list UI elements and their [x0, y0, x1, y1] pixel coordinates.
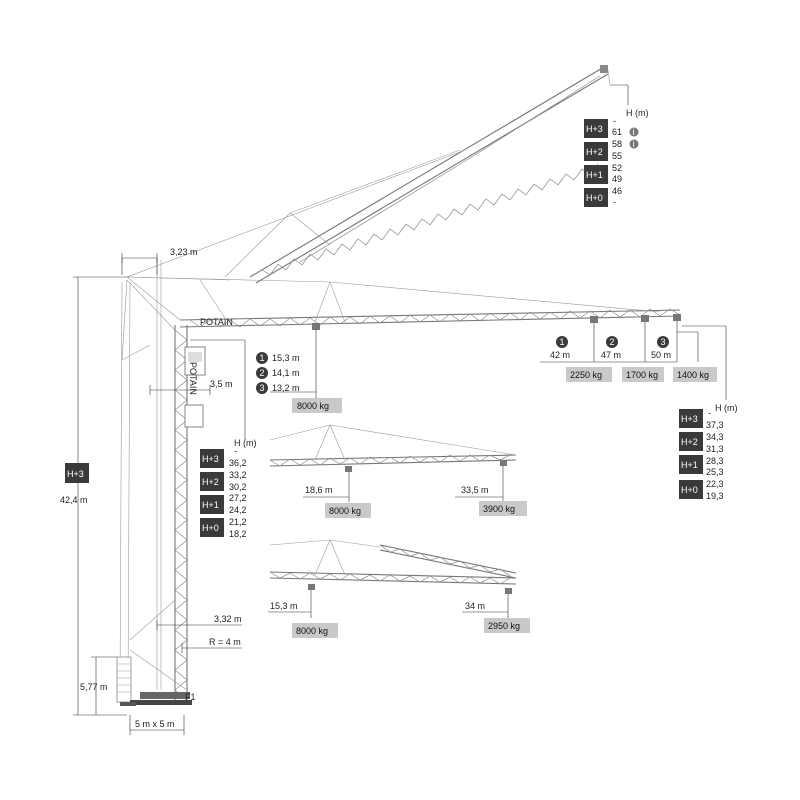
svg-text:i: i	[633, 127, 635, 137]
main-value-2: 34,3	[706, 432, 724, 442]
radius-label: R = 4 m	[209, 637, 241, 647]
luffed-label-h0: H+0	[586, 193, 603, 203]
dimension-lines	[73, 84, 727, 735]
tower-value-4: 27,2	[229, 493, 247, 503]
main-jib: POTAIN	[126, 276, 681, 330]
luffed-value-6: 46	[612, 186, 622, 196]
cab-offset-label: 3,5 m	[210, 379, 233, 389]
mid-circle-1: 1	[260, 353, 265, 363]
config2-far-radius: 33,5 m	[461, 485, 489, 495]
svg-text:i: i	[633, 139, 635, 149]
main-value-4: 28,3	[706, 456, 724, 466]
main-height-table: H+3 H+2 H+1 H+0 - 37,3 34,3 31,3 28,3 25…	[679, 408, 724, 501]
f1-label: F1	[185, 692, 196, 702]
main-value-6: 22,3	[706, 479, 724, 489]
main-label-h2: H+2	[681, 437, 698, 447]
luffed-value-0: -	[613, 116, 616, 126]
tip-radius-3: 50 m	[651, 350, 671, 360]
tower-label-h0: H+0	[202, 523, 219, 533]
main-label-h3: H+3	[681, 414, 698, 424]
luffed-value-2: 58	[612, 139, 622, 149]
cab-logo: POTAIN	[188, 362, 198, 395]
tower-height-table: H+3 H+2 H+1 H+0 - 36,2 33,2 30,2 27,2 24…	[200, 446, 247, 539]
boom-logo: POTAIN	[200, 317, 233, 327]
main-h-label: H (m)	[715, 403, 738, 413]
config3-jib	[268, 539, 517, 618]
luffed-value-3: 55	[612, 151, 622, 161]
tower-label-h2: H+2	[202, 477, 219, 487]
tip-load-1: 2250 kg	[570, 370, 602, 380]
luffed-label-h3: H+3	[586, 124, 603, 134]
tip-load-3: 1400 kg	[677, 370, 709, 380]
ballast-height-label: 5,77 m	[80, 682, 108, 692]
tower-label-h1: H+1	[202, 500, 219, 510]
main-label-h0: H+0	[681, 485, 698, 495]
config2-far-load: 3900 kg	[483, 504, 515, 514]
tower-mast: POTAIN	[119, 260, 206, 701]
tip-radius-1: 42 m	[550, 350, 570, 360]
tower-value-3: 30,2	[229, 482, 247, 492]
luffed-value-1: 61	[612, 127, 622, 137]
total-height-section-label: H+3	[67, 469, 84, 479]
luffed-label-h1: H+1	[586, 170, 603, 180]
config2-near-load: 8000 kg	[329, 506, 361, 516]
tower-top-offset-label: 3,23 m	[170, 247, 198, 257]
config3-far-load: 2950 kg	[488, 621, 520, 631]
mid-circle-3: 3	[260, 383, 265, 393]
tip-circle-2: 2	[610, 337, 615, 347]
tower-value-6: 21,2	[229, 517, 247, 527]
luffed-value-4: 52	[612, 163, 622, 173]
mid-value-3: 13,2 m	[272, 383, 300, 393]
main-value-3: 31,3	[706, 444, 724, 454]
luffed-jib	[126, 65, 611, 284]
base-offset-label: 3,32 m	[214, 614, 242, 624]
luffed-h-label: H (m)	[626, 108, 649, 118]
main-value-7: 19,3	[706, 491, 724, 501]
tower-value-0: -	[234, 446, 237, 456]
mid-load: 8000 kg	[297, 401, 329, 411]
config3-near-radius: 15,3 m	[270, 601, 298, 611]
main-label-h1: H+1	[681, 460, 698, 470]
config3-labels: 15,3 m 8000 kg 34 m 2950 kg	[270, 601, 530, 638]
config3-near-load: 8000 kg	[296, 626, 328, 636]
main-boom-mid-labels: 1 2 3 15,3 m 14,1 m 13,2 m 8000 kg	[256, 352, 342, 413]
tip-radius-2: 47 m	[601, 350, 621, 360]
tower-label-h3: H+3	[202, 454, 219, 464]
tip-circle-3: 3	[661, 337, 666, 347]
luffed-value-5: 49	[612, 174, 622, 184]
base: F1	[116, 656, 196, 706]
tower-value-5: 24,2	[229, 505, 247, 515]
main-value-5: 25,3	[706, 467, 724, 477]
tower-h-label: H (m)	[234, 438, 257, 448]
total-height-label: 42,4 m	[60, 495, 88, 505]
base-size-label: 5 m x 5 m	[135, 719, 175, 729]
mid-value-2: 14,1 m	[272, 368, 300, 378]
tip-circle-1: 1	[560, 337, 565, 347]
config2-near-radius: 18,6 m	[305, 485, 333, 495]
mid-value-1: 15,3 m	[272, 353, 300, 363]
luffed-value-7: -	[613, 197, 616, 207]
main-boom-tip-labels: 1 2 3 42 m 47 m 50 m 2250 kg 1700 kg 140…	[550, 336, 717, 382]
tip-load-2: 1700 kg	[626, 370, 658, 380]
tower-value-7: 18,2	[229, 529, 247, 539]
main-value-0: -	[708, 408, 711, 418]
config3-far-radius: 34 m	[465, 601, 485, 611]
config2-labels: 18,6 m 8000 kg 33,5 m 3900 kg	[305, 485, 527, 518]
tower-value-2: 33,2	[229, 470, 247, 480]
luffed-label-h2: H+2	[586, 147, 603, 157]
config2-jib	[269, 424, 517, 502]
main-value-1: 37,3	[706, 420, 724, 430]
mid-circle-2: 2	[260, 368, 265, 378]
tower-value-1: 36,2	[229, 458, 247, 468]
info-icon[interactable]: i	[629, 127, 639, 137]
luffed-height-table: H+3 H+2 H+1 H+0 - 61 58 55 52 49 46 - i …	[584, 116, 639, 207]
info-icon[interactable]: i	[629, 139, 639, 149]
